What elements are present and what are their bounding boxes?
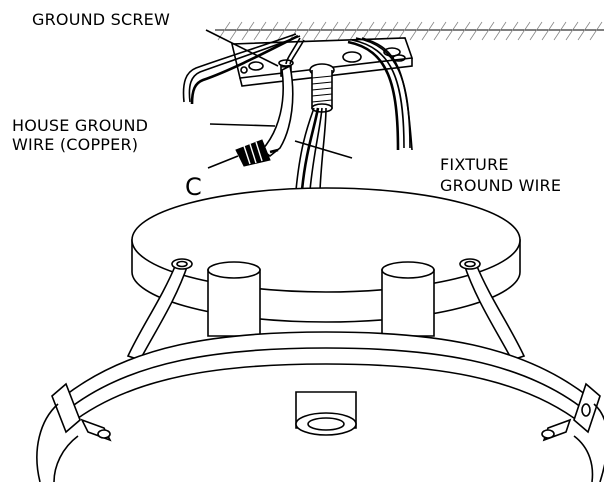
ceiling-surface — [215, 21, 604, 41]
label-house-ground-line1: HOUSE GROUND — [12, 116, 148, 135]
fixture-canopy — [131, 187, 521, 323]
fixture-wires — [295, 107, 327, 191]
house-ground-wire — [260, 64, 294, 158]
label-house-ground-line2: WIRE (COPPER) — [12, 135, 138, 154]
label-fixture-ground-line1: FIXTURE — [440, 155, 509, 174]
label-connector-c: C — [185, 173, 202, 201]
center-stem — [295, 391, 357, 436]
right-bracket — [541, 382, 604, 482]
fixture-arms — [126, 258, 526, 361]
leader-lines — [205, 29, 353, 169]
house-wires-left — [182, 33, 305, 105]
fixture-cylinders — [207, 261, 435, 337]
wire-connector-icon — [235, 139, 279, 167]
threaded-nipple — [309, 63, 335, 113]
left-bracket — [36, 382, 112, 482]
label-ground-screw: GROUND SCREW — [32, 10, 170, 29]
house-wires-right — [347, 37, 413, 151]
label-fixture-ground-line2: GROUND WIRE — [440, 176, 561, 195]
